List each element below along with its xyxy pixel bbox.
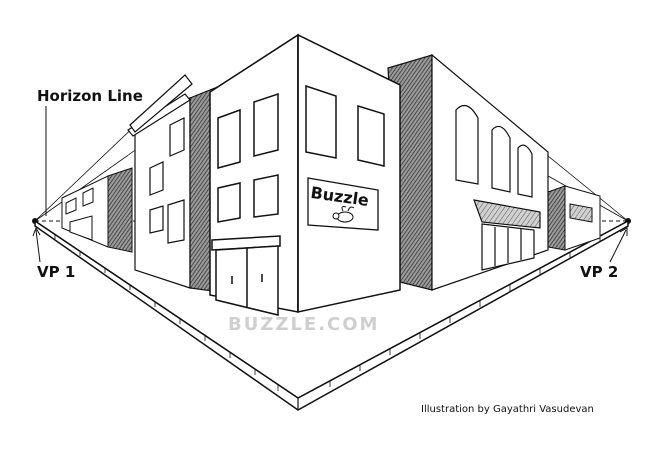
far-right-building: [548, 186, 600, 250]
horizon-line-label: Horizon Line: [37, 87, 143, 105]
vp1-pointer-arrow: [33, 228, 40, 262]
vp1-label: VP 1: [37, 263, 75, 281]
main-building: [210, 35, 400, 315]
vp2-label: VP 2: [580, 263, 618, 281]
illustration-credit: Illustration by Gayathri Vasudevan: [421, 404, 594, 415]
right-building: [388, 55, 548, 290]
watermark: BUZZLE.COM: [228, 314, 379, 335]
left-building: [128, 75, 220, 292]
far-left-buildings: [62, 168, 132, 252]
